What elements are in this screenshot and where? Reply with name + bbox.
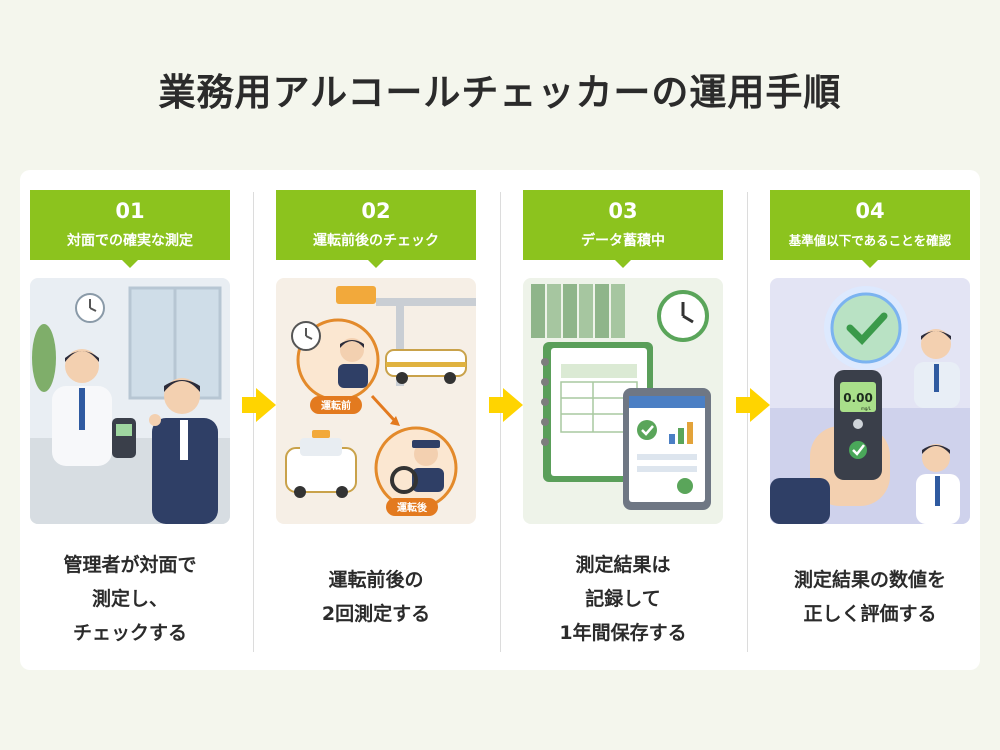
- before-driving-tag: 運転前: [321, 399, 351, 412]
- flow-arrow-icon: [242, 388, 276, 422]
- desc-line: チェックする: [72, 622, 187, 644]
- below-standard-check-illustration: 0.00 mg/L: [770, 278, 970, 524]
- desc-line: 測定し、: [91, 588, 168, 610]
- device-reading: 0.00: [843, 391, 873, 405]
- desc-line: 測定結果の数値を: [793, 569, 946, 591]
- face-to-face-measurement-illustration: [30, 278, 230, 524]
- step-description: 測定結果は 記録して 1年間保存する: [523, 548, 723, 650]
- step-divider: [253, 192, 254, 652]
- step-number: 04: [855, 199, 885, 223]
- step-badge: 01 対面での確実な測定: [30, 190, 230, 268]
- step-number: 02: [361, 199, 391, 223]
- after-driving-tag: 運転後: [397, 501, 428, 514]
- step-number: 01: [115, 199, 145, 223]
- step-01: 01 対面での確実な測定: [30, 170, 230, 670]
- step-02: 02 運転前後のチェック: [276, 170, 476, 670]
- step-label: 対面での確実な測定: [67, 233, 193, 249]
- desc-line: 記録して: [585, 588, 661, 610]
- data-storage-illustration: [523, 278, 723, 524]
- before-after-driving-illustration: 運転前 運転後: [276, 278, 476, 524]
- office-scene-image: [30, 278, 230, 524]
- step-04: 04 基準値以下であることを確認: [770, 170, 970, 670]
- step-label: 基準値以下であることを確認: [788, 233, 952, 248]
- step-label: 運転前後のチェック: [313, 233, 439, 249]
- step-03: 03 データ蓄積中: [523, 170, 723, 670]
- flow-arrow-icon: [736, 388, 770, 422]
- steps-panel: 01 対面での確実な測定: [20, 170, 980, 670]
- device-unit: mg/L: [861, 406, 872, 411]
- step-label: データ蓄積中: [581, 233, 665, 249]
- flow-arrow-icon: [489, 388, 523, 422]
- desc-line: 1年間保存する: [559, 622, 687, 644]
- step-badge: 02 運転前後のチェック: [276, 190, 476, 268]
- desc-line: 2回測定する: [321, 603, 431, 625]
- step-divider: [500, 192, 501, 652]
- taxi-scene-image: 運転前 運転後: [276, 278, 476, 524]
- step-badge: 04 基準値以下であることを確認: [770, 190, 970, 268]
- records-scene-image: [523, 278, 723, 524]
- step-description: 測定結果の数値を 正しく評価する: [770, 563, 970, 631]
- checker-device-scene-image: 0.00 mg/L: [770, 278, 970, 524]
- desc-line: 管理者が対面で: [63, 554, 197, 576]
- page-title: 業務用アルコールチェッカーの運用手順: [158, 71, 842, 114]
- step-badge: 03 データ蓄積中: [523, 190, 723, 268]
- desc-line: 運転前後の: [328, 569, 424, 591]
- step-number: 03: [608, 199, 638, 223]
- desc-line: 正しく評価する: [803, 603, 937, 625]
- step-description: 管理者が対面で 測定し、 チェックする: [30, 548, 230, 650]
- step-divider: [747, 192, 748, 652]
- desc-line: 測定結果は: [575, 554, 671, 576]
- step-description: 運転前後の 2回測定する: [276, 563, 476, 631]
